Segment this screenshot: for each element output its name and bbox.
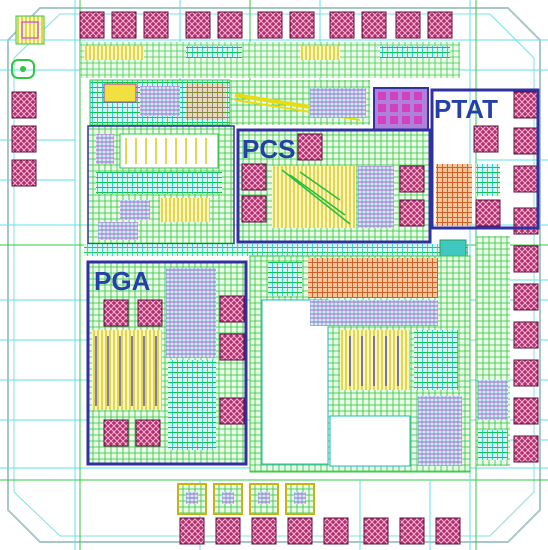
corner-logo-left [11,59,35,79]
upper-left-circuit [89,79,231,126]
top-middle-routing [230,80,370,125]
pcs-label: PCS [242,134,295,164]
bond-pads-bottom [179,517,461,545]
bond-pads-right [513,91,539,463]
ptat-label: PTAT [434,94,498,124]
pga-label: PGA [94,266,151,296]
top-io-strip [80,42,460,78]
bond-pads-top [79,11,453,39]
left-analog-block [87,125,235,245]
bond-pads-left [11,91,37,187]
pcs-block [236,128,432,244]
pga-block [86,260,248,466]
right-middle-blocks [476,236,510,466]
magenta-grid-block [373,87,429,131]
seal-ring [7,7,541,543]
center-circuit [249,255,471,473]
ptat-block [430,88,540,230]
bottom-esd-cells [177,483,315,515]
corner-logo-top [15,15,45,45]
